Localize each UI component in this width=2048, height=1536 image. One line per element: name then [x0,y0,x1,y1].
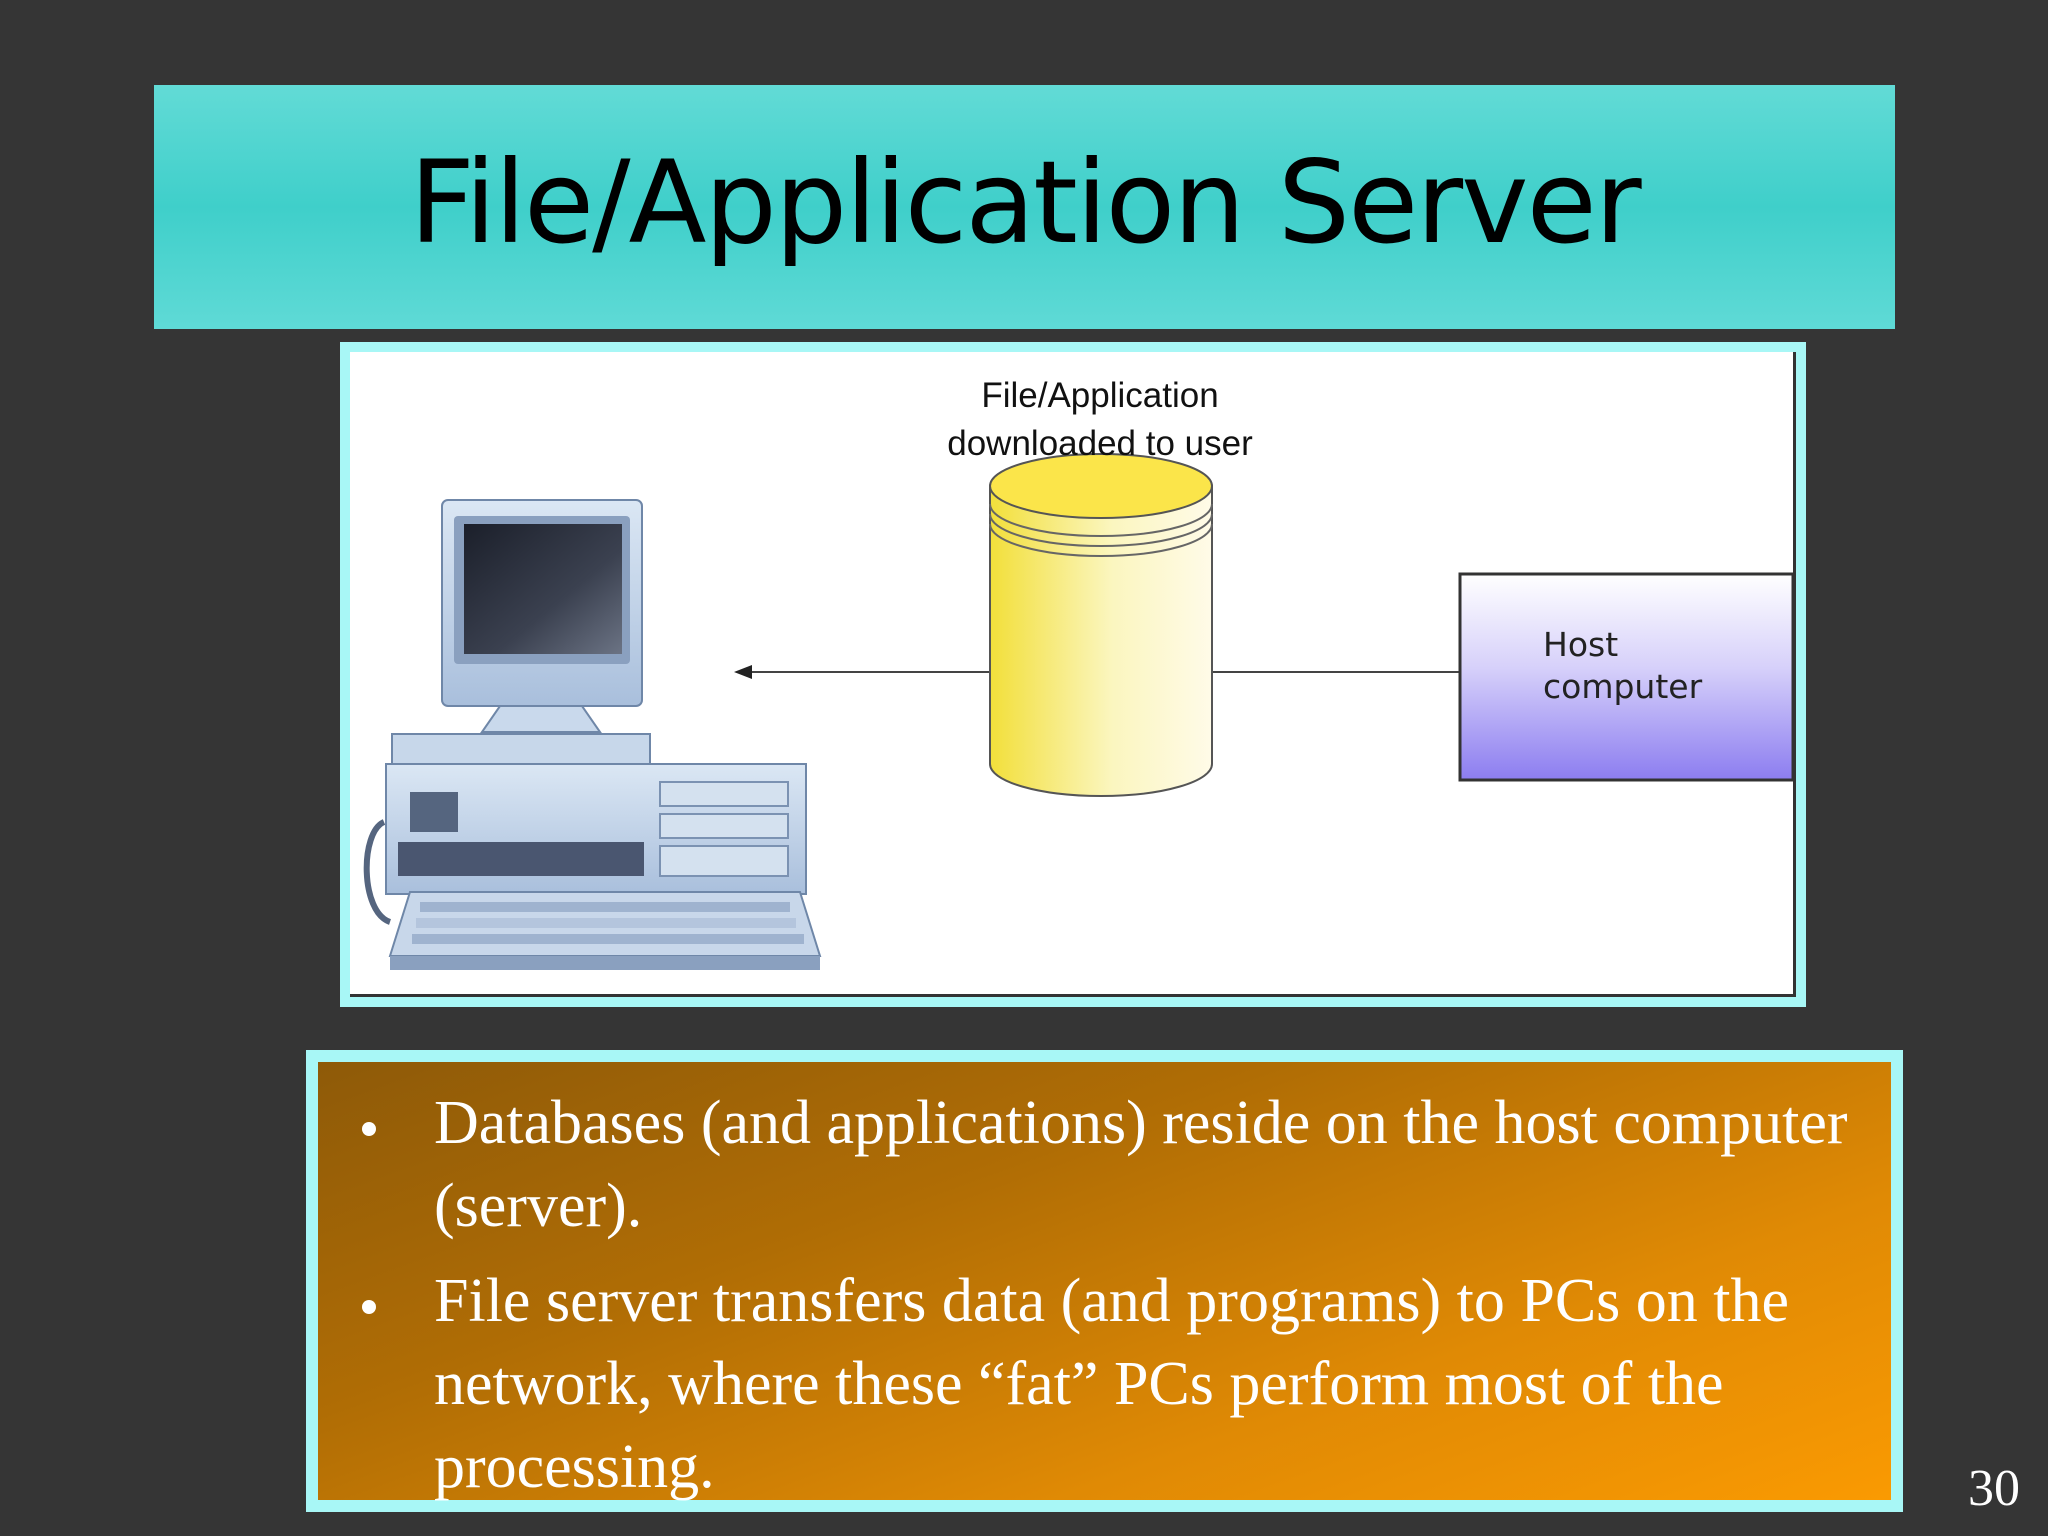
bullet-dot-icon [362,1300,376,1314]
bullet-dot-icon [362,1122,376,1136]
arrow-head-icon [734,665,752,679]
database-icon [989,453,1213,797]
pc-icon [363,499,822,970]
bullet-item: File server transfers data (and programs… [318,1260,1891,1509]
bullet-item: Databases (and applications) reside on t… [318,1082,1891,1248]
bullet-panel: Databases (and applications) reside on t… [318,1062,1891,1501]
host-computer-label: Host computer [1543,625,1703,706]
bullet-list: Databases (and applications) reside on t… [318,1082,1891,1521]
slide-title: File/Application Server [409,135,1641,269]
diagram-panel: File/Application downloaded to user Host… [350,352,1796,997]
bullet-text: Databases (and applications) reside on t… [434,1089,1848,1240]
page-number: 30 [1968,1460,2020,1517]
bullet-text: File server transfers data (and programs… [434,1267,1790,1501]
download-caption: File/Application downloaded to user [947,376,1253,463]
diagram-graphics [363,453,1795,970]
host-computer-box [1458,572,1795,782]
bullet-frame: Databases (and applications) reside on t… [306,1050,1903,1512]
title-banner: File/Application Server [154,85,1895,329]
diagram-frame: File/Application downloaded to user Host… [340,342,1806,1007]
